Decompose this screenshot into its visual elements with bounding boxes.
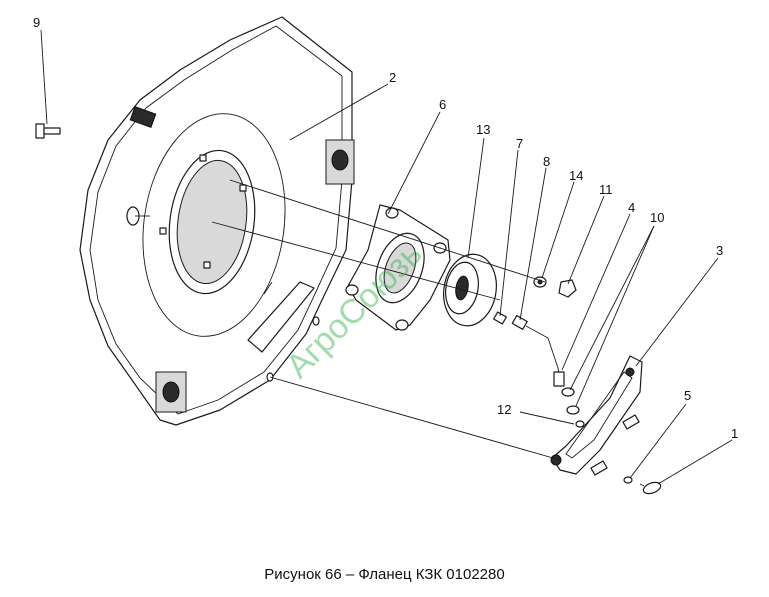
lubrication-fitting <box>493 311 507 325</box>
callout-5: 5 <box>684 388 691 403</box>
adapter-fitting <box>511 314 528 330</box>
callout-1: 1 <box>731 426 738 441</box>
figure-caption: Рисунок 66 – Фланец КЗК 0102280 <box>264 566 505 583</box>
callout-labels: 1 2 3 4 5 6 7 8 9 10 11 12 13 14 <box>33 15 738 441</box>
callout-8: 8 <box>543 154 550 169</box>
callout-12: 12 <box>497 402 511 417</box>
callout-14: 14 <box>569 168 583 183</box>
screw <box>639 481 662 495</box>
spring-washer <box>623 476 633 484</box>
cover-plate <box>550 355 643 476</box>
small-nut <box>561 387 580 415</box>
callout-9: 9 <box>33 15 40 30</box>
release-bearing <box>443 253 497 327</box>
nut <box>558 279 577 298</box>
assembly-axes <box>211 179 561 461</box>
callout-6: 6 <box>439 97 446 112</box>
callout-4: 4 <box>628 200 635 215</box>
callout-3: 3 <box>716 243 723 258</box>
leader-lines <box>40 29 733 485</box>
lubrication-tube <box>525 325 565 387</box>
callout-10: 10 <box>650 210 664 225</box>
callout-2: 2 <box>389 70 396 85</box>
callout-13: 13 <box>476 122 490 137</box>
callout-7: 7 <box>516 136 523 151</box>
small-washer <box>575 420 585 428</box>
callout-11: 11 <box>599 182 613 197</box>
bolt <box>35 123 61 139</box>
bearing-housing <box>345 204 451 331</box>
